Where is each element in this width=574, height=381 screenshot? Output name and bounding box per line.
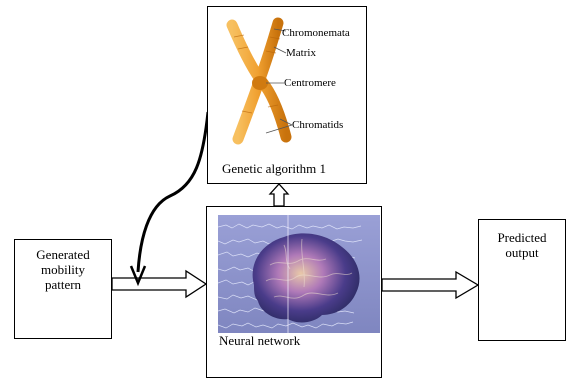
label-matrix: Matrix [286,47,316,59]
ga-caption: Genetic algorithm 1 [222,161,326,176]
output-box-label: Predicted output [479,230,565,260]
chromosome-illustration [226,17,293,145]
mobility-pattern-box: Generated mobility pattern [14,239,112,339]
curved-arrow-head [129,265,147,287]
output-line-1: Predicted [497,230,547,245]
mobility-line-3: pattern [44,277,82,292]
mobility-line-2: mobility [40,262,86,277]
hollow-arrow-mobility-to-nn [111,269,208,299]
mobility-line-1: Generated [36,247,90,262]
output-line-2: output [505,245,539,260]
nn-caption: Neural network [219,333,301,348]
predicted-output-box: Predicted output [478,219,566,341]
hollow-arrow-nn-to-output [381,270,480,300]
label-chromatids: Chromatids [292,119,344,131]
brain-eeg-illustration [218,215,380,333]
label-chromonemata: Chromonemata [282,27,350,39]
curved-feedback-arrow [136,111,210,273]
mobility-box-label: Generated mobility pattern [15,247,111,292]
genetic-algorithm-box: Chromonemata Matrix Centromere Chromatid… [207,6,367,184]
label-centromere: Centromere [284,77,336,89]
hollow-arrow-nn-to-ga [268,183,290,207]
neural-network-box: Neural network [206,206,382,378]
